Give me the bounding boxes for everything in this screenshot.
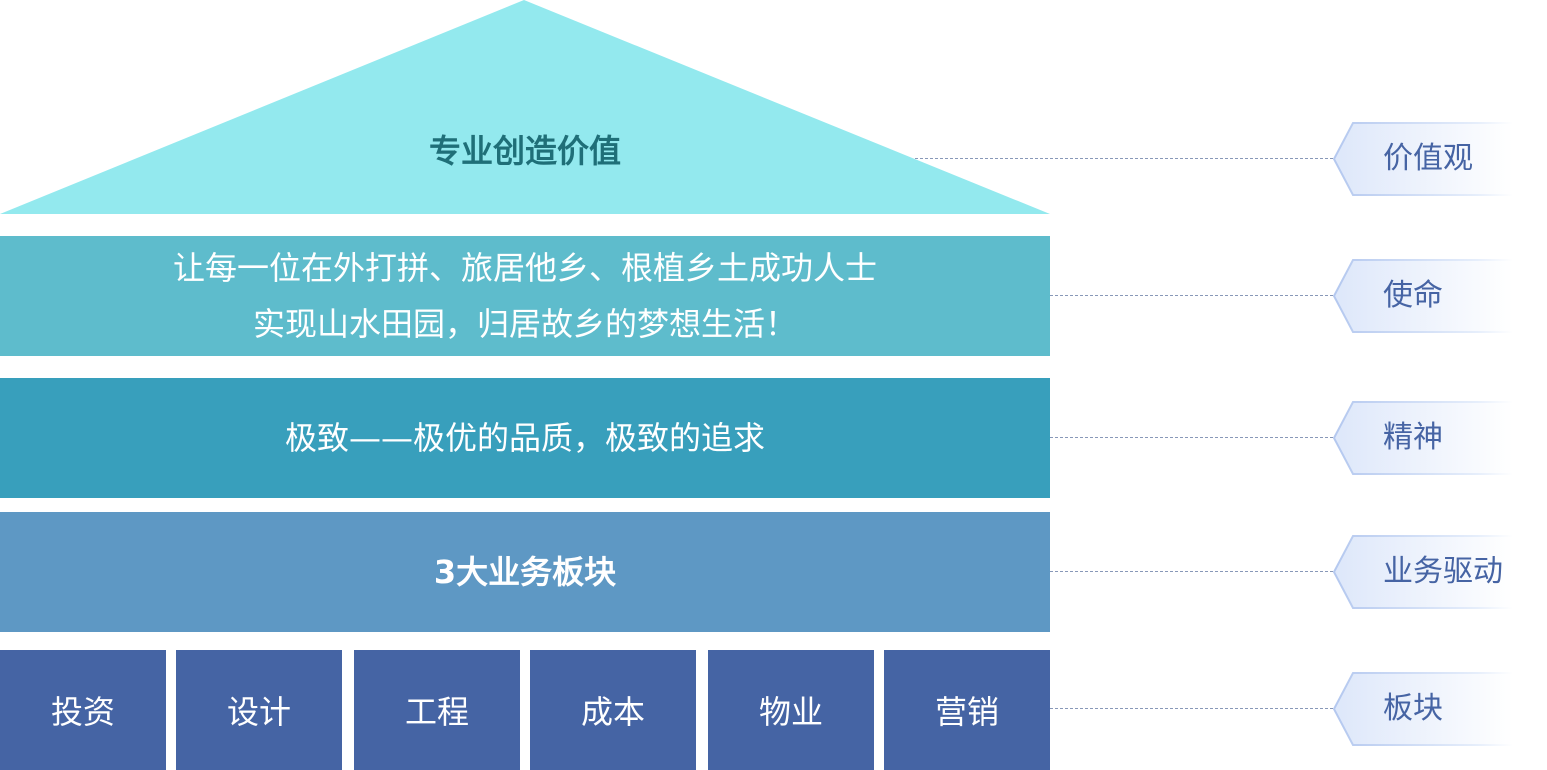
tag-spirit: 精神 <box>1333 401 1513 475</box>
connector-line <box>1050 295 1333 296</box>
business-text: 3大业务板块 <box>433 553 617 591</box>
spirit-band: 极致——极优的品质，极致的追求 <box>0 378 1050 498</box>
connector-line <box>1050 708 1333 709</box>
roof-triangle <box>0 0 1050 214</box>
tag-label: 使命 <box>1383 278 1443 313</box>
block-property: 物业 <box>708 650 874 770</box>
connector-line <box>915 158 1333 159</box>
tag-label: 板块 <box>1383 691 1443 726</box>
block-design: 设计 <box>176 650 342 770</box>
block-investment: 投资 <box>0 650 166 770</box>
mission-line-2: 实现山水田园，归居故乡的梦想生活！ <box>252 305 797 343</box>
tag-mission: 使命 <box>1333 259 1513 333</box>
mission-line-1: 让每一位在外打拼、旅居他乡、根植乡土成功人士 <box>172 249 877 287</box>
tag-business-driver: 业务驱动 <box>1333 535 1513 609</box>
tag-label: 价值观 <box>1383 141 1473 176</box>
block-engineering: 工程 <box>354 650 520 770</box>
spirit-text: 极致——极优的品质，极致的追求 <box>284 419 765 457</box>
block-cost: 成本 <box>530 650 696 770</box>
value-text: 专业创造价值 <box>428 132 621 170</box>
tag-values: 价值观 <box>1333 122 1513 196</box>
business-band: 3大业务板块 <box>0 512 1050 632</box>
tag-label: 业务驱动 <box>1383 554 1503 589</box>
tag-label: 精神 <box>1383 420 1443 455</box>
connector-line <box>1050 571 1333 572</box>
tag-blocks: 板块 <box>1333 672 1513 746</box>
mission-band: 让每一位在外打拼、旅居他乡、根植乡土成功人士 实现山水田园，归居故乡的梦想生活！ <box>0 236 1050 356</box>
block-marketing: 营销 <box>884 650 1050 770</box>
connector-line <box>1050 437 1333 438</box>
